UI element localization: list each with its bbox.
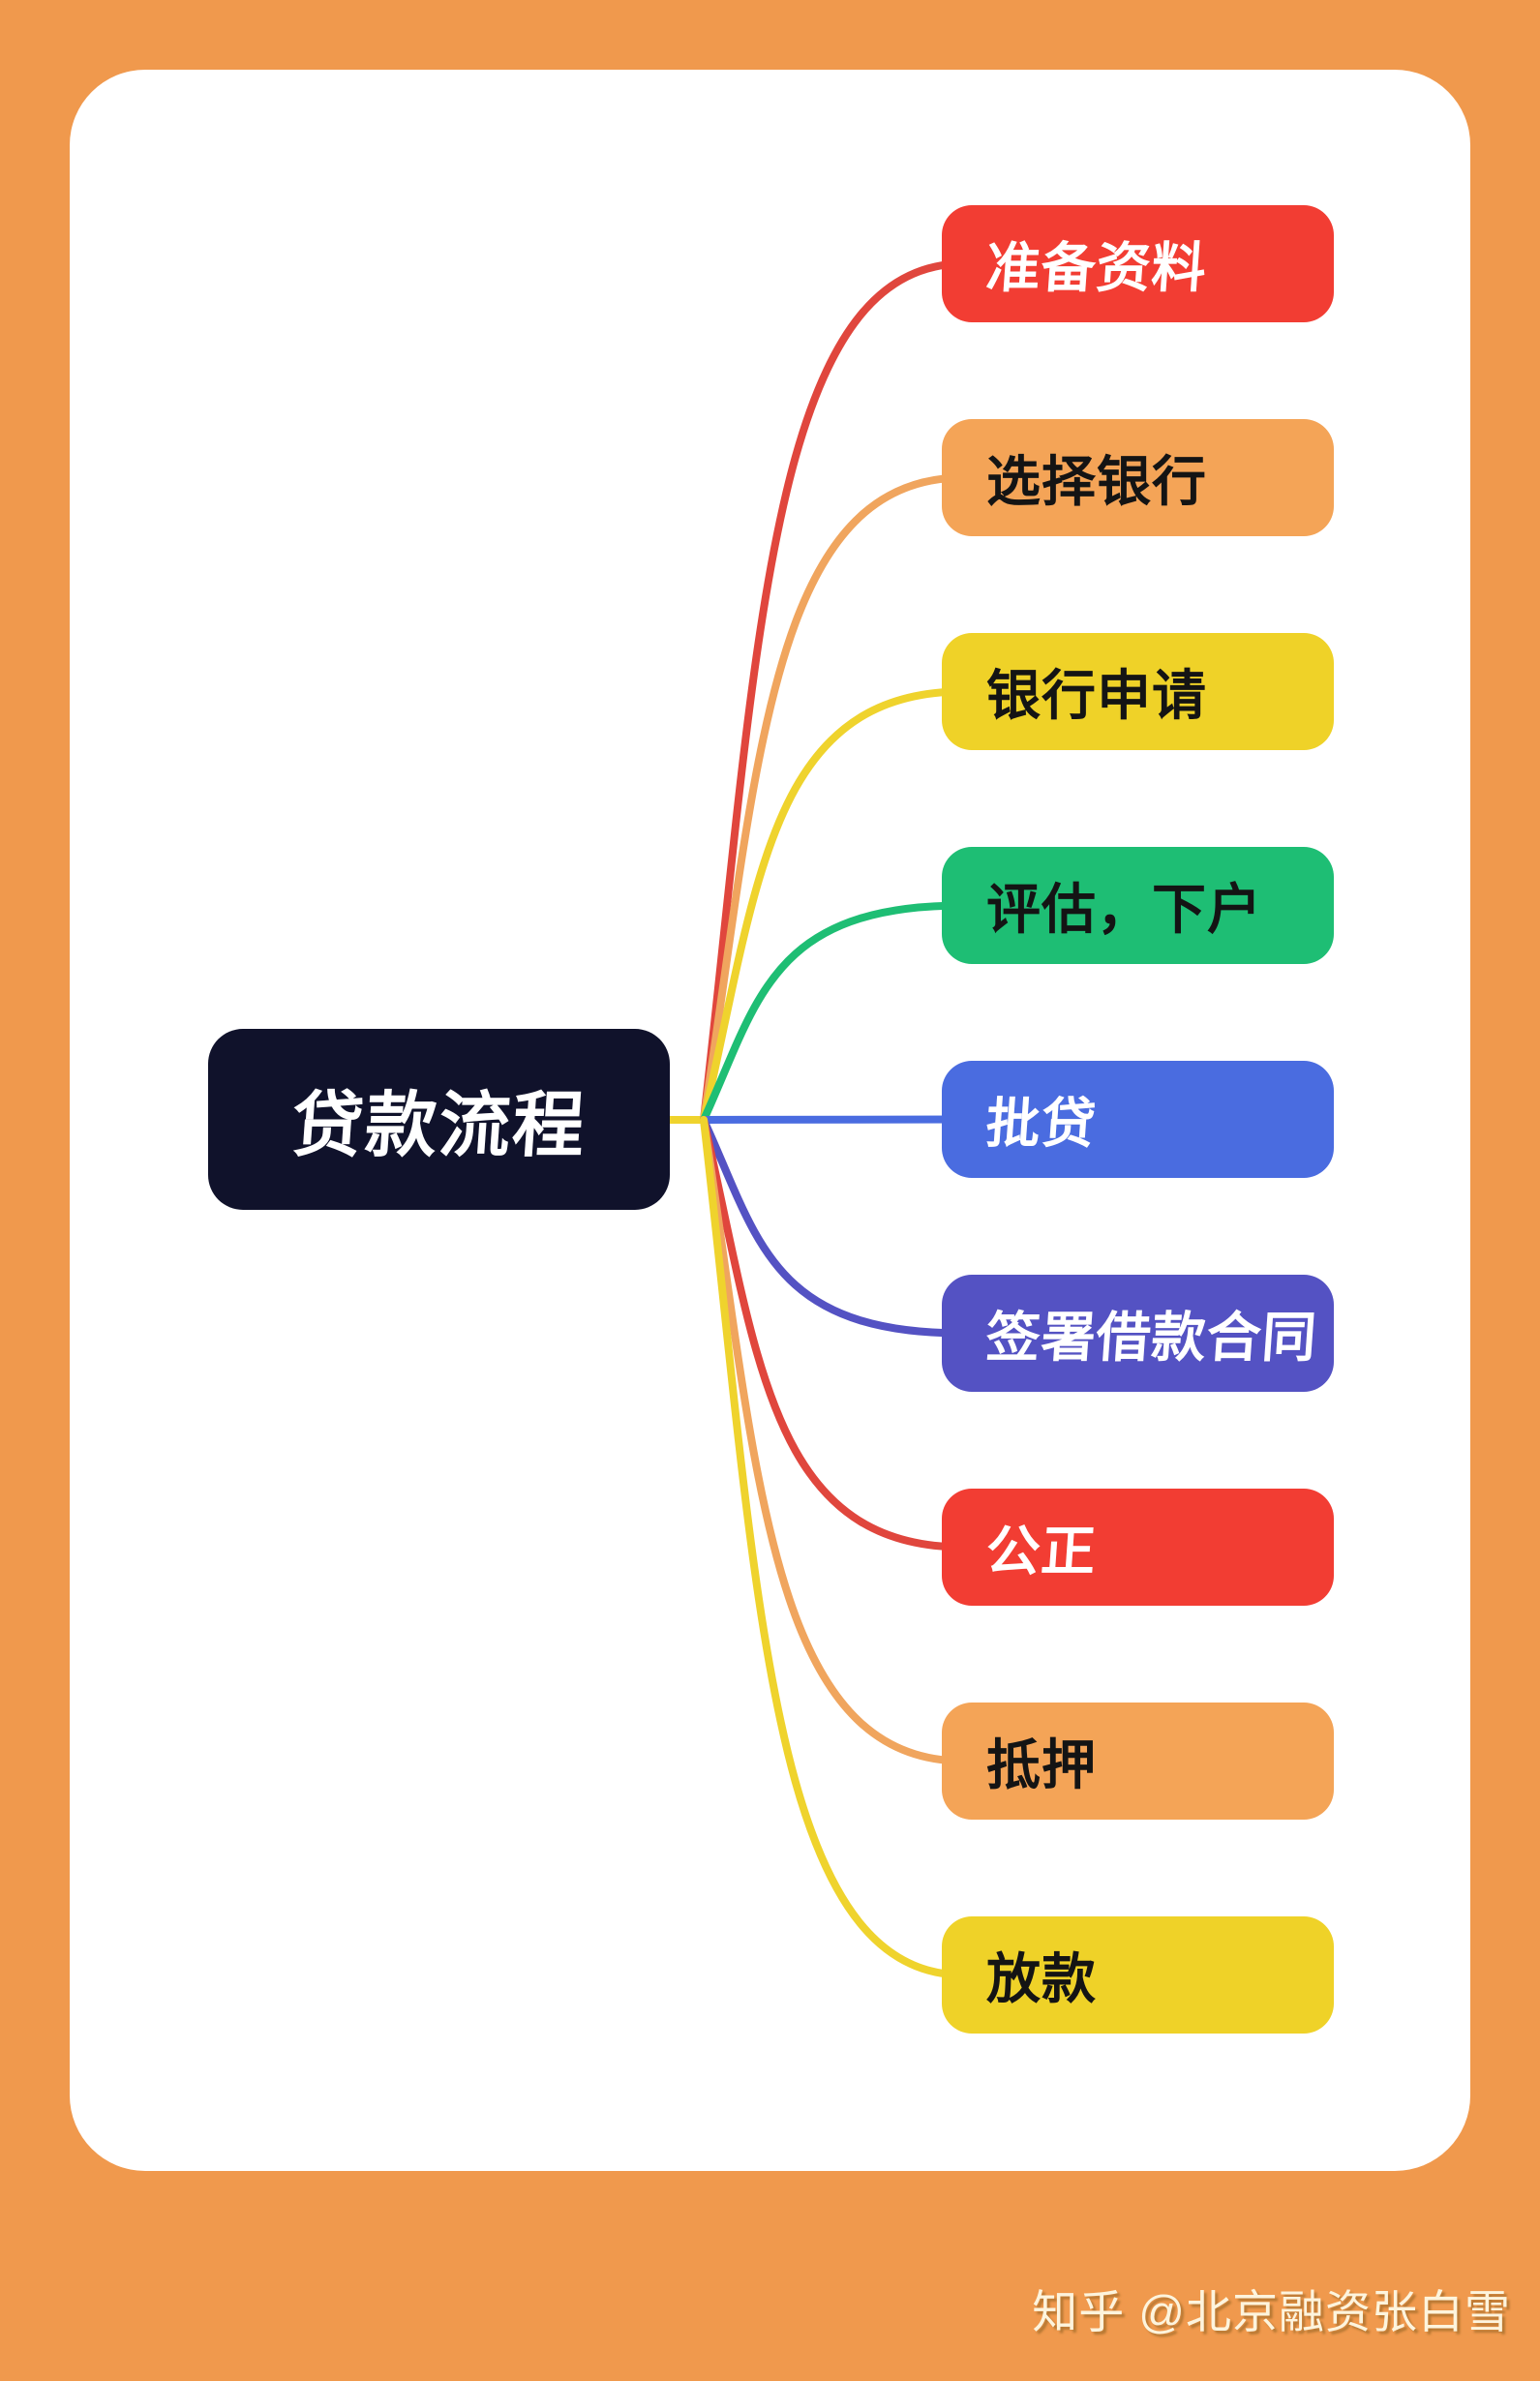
branch-node-label: 银行申请 <box>986 665 1207 726</box>
branch-node-7[interactable]: 公正 <box>942 1489 1334 1606</box>
branch-node-1[interactable]: 准备资料 <box>942 205 1334 322</box>
watermark-text: 知乎 @北京融资张白雪 <box>1032 2286 1511 2337</box>
branch-node-label: 评估，下户 <box>986 879 1262 940</box>
branch-node-label: 选择银行 <box>986 451 1207 512</box>
branch-node-3[interactable]: 银行申请 <box>942 633 1334 750</box>
branch-node-5[interactable]: 批贷 <box>942 1061 1334 1178</box>
branch-node-label: 批贷 <box>983 1093 1099 1154</box>
branch-node-label: 准备资料 <box>983 237 1209 298</box>
branch-node-label: 签署借款合同 <box>983 1307 1319 1368</box>
branch-node-label: 抵押 <box>986 1734 1097 1795</box>
branch-node-4[interactable]: 评估，下户 <box>942 847 1334 964</box>
branch-node-8[interactable]: 抵押 <box>942 1703 1334 1820</box>
branch-node-2[interactable]: 选择银行 <box>942 419 1334 536</box>
watermark: 知乎 @北京融资张白雪 <box>1032 2275 1511 2341</box>
branch-node-label: 放款 <box>986 1948 1097 2009</box>
root-node-loan-process[interactable]: 贷款流程 <box>208 1029 670 1210</box>
branch-node-label: 公正 <box>983 1521 1099 1582</box>
root-node-label: 贷款流程 <box>288 1085 589 1165</box>
branch-node-6[interactable]: 签署借款合同 <box>942 1275 1334 1392</box>
branch-node-9[interactable]: 放款 <box>942 1916 1334 2034</box>
